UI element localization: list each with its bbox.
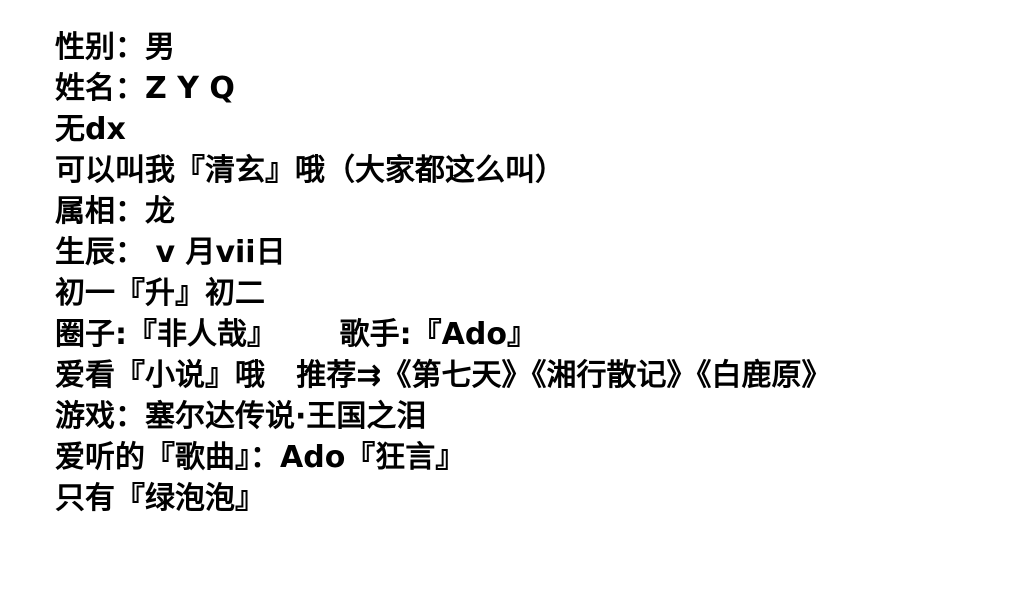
name-line: 姓名：Z Y Q [55,71,235,106]
dx-line: 无dx [55,112,126,147]
birthday-line: 生辰： v 月vii日 [55,235,286,270]
profile-text: 性别：男 姓名：Z Y Q 无dx 可以叫我『清玄』哦（大家都这么叫） 属相：龙… [55,27,831,519]
game-line: 游戏：塞尔达传说·王国之泪 [55,399,427,434]
contact-line: 只有『绿泡泡』 [55,481,265,516]
song-line: 爱听的『歌曲』：Ado『狂言』 [55,440,466,475]
circle-singer-line: 圈子:『非人哉』 歌手:『Ado』 [55,317,537,352]
zodiac-line: 属相：龙 [55,194,175,229]
nickname-line: 可以叫我『清玄』哦（大家都这么叫） [55,153,565,188]
reading-line: 爱看『小说』哦 推荐⇉《第七天》《湘行散记》《白鹿原》 [55,358,832,393]
gender-line: 性别：男 [55,30,175,65]
grade-line: 初一『升』初二 [55,276,265,311]
